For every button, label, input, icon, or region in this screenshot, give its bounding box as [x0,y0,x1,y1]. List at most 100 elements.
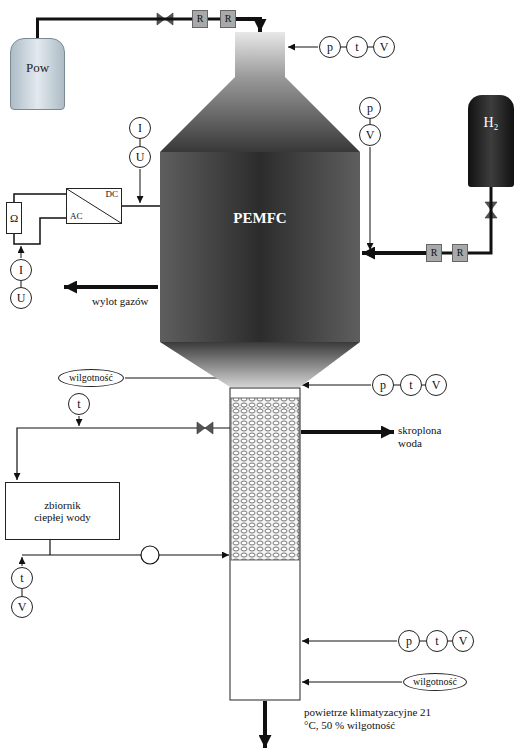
leader-line [125,378,229,379]
pipe-connector [236,19,260,32]
measurement-circle: p [319,36,341,58]
node-text: R [225,14,232,24]
node-text: p [406,635,412,647]
converter-diagonal [67,189,121,223]
flow-arrow [64,285,158,289]
measurement-circle: p [398,630,420,652]
pipe-connector [22,589,23,596]
pipe-connector [468,187,491,253]
node-text: R [431,248,438,258]
stack-body [160,152,360,342]
inlet-hood [160,77,360,152]
measurement-circle: V [359,124,381,146]
leader-line [302,385,371,386]
hot-water-tank: zbiornik ciepłej wody [5,482,120,540]
node-text: t [435,635,438,647]
node-text: DC [70,190,118,200]
node-text: t [409,379,412,391]
node-text: wilgotność [413,677,457,687]
humidity-sensor: wilgotność [58,369,124,387]
leader-line [288,47,318,48]
pressure-regulator: R [426,244,442,262]
pipe-connector [362,251,426,255]
leader-line [21,246,22,258]
measurement-circle: t [346,36,368,58]
measurement-circle: t [426,630,448,652]
pump-symbol [141,546,159,564]
node-text: I [138,122,142,134]
node-text: PEMFC [158,210,362,227]
wire [14,194,66,202]
pressure-regulator: R [220,10,236,28]
measurement-circle: p [372,374,394,396]
heat-exchanger [231,408,299,409]
node-text: wilgotność [69,373,113,383]
leader-line [21,47,402,682]
pipe-connector [208,18,220,21]
node-text: zbiornik ciepłej wody [33,499,93,523]
measurement-circle: t [68,393,90,415]
node-text: t [355,41,358,53]
inlet-nozzle [235,32,285,77]
fuel-cell-stack: PEMFC [158,32,362,387]
pipe-connector [122,205,160,207]
water-pipe [49,540,50,555]
humidity-sensor: wilgotność [403,673,467,691]
measurement-circle: p [359,97,381,119]
node-text: U [136,151,145,163]
pressure-regulator: R [452,244,468,262]
leader-line [370,147,371,250]
annotation-label: wylot gazów [92,295,162,308]
node-text: V [459,635,468,647]
node-text: V [432,379,441,391]
node-text: V [18,601,27,613]
water-pipe [17,428,230,480]
leader-line [302,641,397,642]
measurement-circle: t [11,567,33,589]
node-text: V [366,129,375,141]
resistor-symbol: Ω [6,202,22,234]
node-text: p [367,102,373,114]
heat-exchanger [230,388,300,700]
annotation-label: skroplona woda [398,424,454,450]
pressure-regulator: R [192,10,208,28]
flow-arrow [301,430,394,434]
water-pipe [22,554,229,555]
pipe-connector [442,252,452,255]
measurement-circle: I [129,117,151,139]
leader-line [140,169,141,203]
valve-symbol [197,422,213,434]
measurement-circle: V [11,596,33,618]
dc-ac-converter: DC AC [66,188,122,224]
measurement-circle: V [425,374,447,396]
node-text: p [327,41,333,53]
heat-exchanger [230,388,300,700]
heat-exchanger [231,398,299,560]
node-text: R [197,14,204,24]
measurement-circle: V [452,630,474,652]
flow-arrow [263,701,267,748]
measurement-circle: U [129,146,151,168]
hydrogen-cylinder: H₂ [468,95,514,187]
node-text: p [380,379,386,391]
outlet-hood [160,342,360,387]
stack-housing [158,32,362,387]
leader-line [302,682,402,683]
valve-symbol [157,13,497,434]
measurement-circle: I [10,259,32,281]
node-text: t [20,572,23,584]
node-text: V [380,41,389,53]
node-text: t [77,398,80,410]
node-text: R [457,248,464,258]
node-text: I [19,264,23,276]
node-text: Ω [10,213,18,224]
annotation-label: powietrze klimatyzacyjne 21 °C, 50 % wil… [304,706,432,732]
node-text: AC [70,212,118,222]
node-text: H₂ [468,115,514,131]
node-text: U [17,292,26,304]
leader-line [22,557,23,566]
measurement-circle: V [373,36,395,58]
measurement-circle: t [400,374,422,396]
